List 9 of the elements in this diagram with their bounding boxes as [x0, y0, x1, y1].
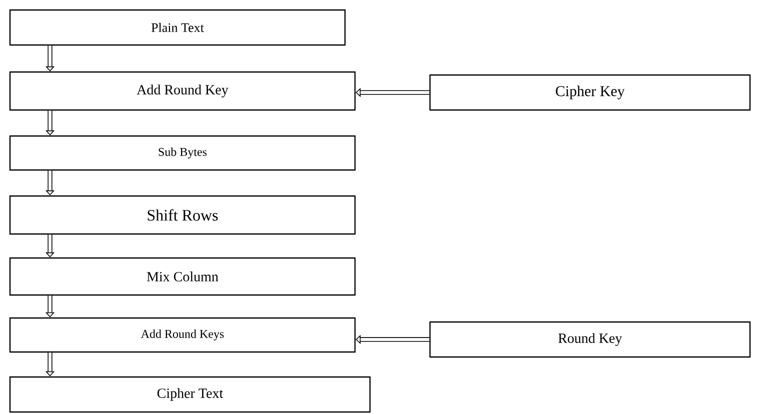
process-box: Sub Bytes [9, 135, 356, 171]
process-box: Add Round Keys [9, 317, 356, 353]
process-box: Mix Column [9, 257, 356, 296]
process-box: Round Key [429, 321, 751, 358]
process-box: Shift Rows [9, 195, 356, 235]
process-box: Cipher Key [429, 74, 751, 111]
process-box: Add Round Key [9, 71, 356, 111]
process-box: Plain Text [9, 9, 346, 46]
process-box: Cipher Text [9, 376, 371, 413]
